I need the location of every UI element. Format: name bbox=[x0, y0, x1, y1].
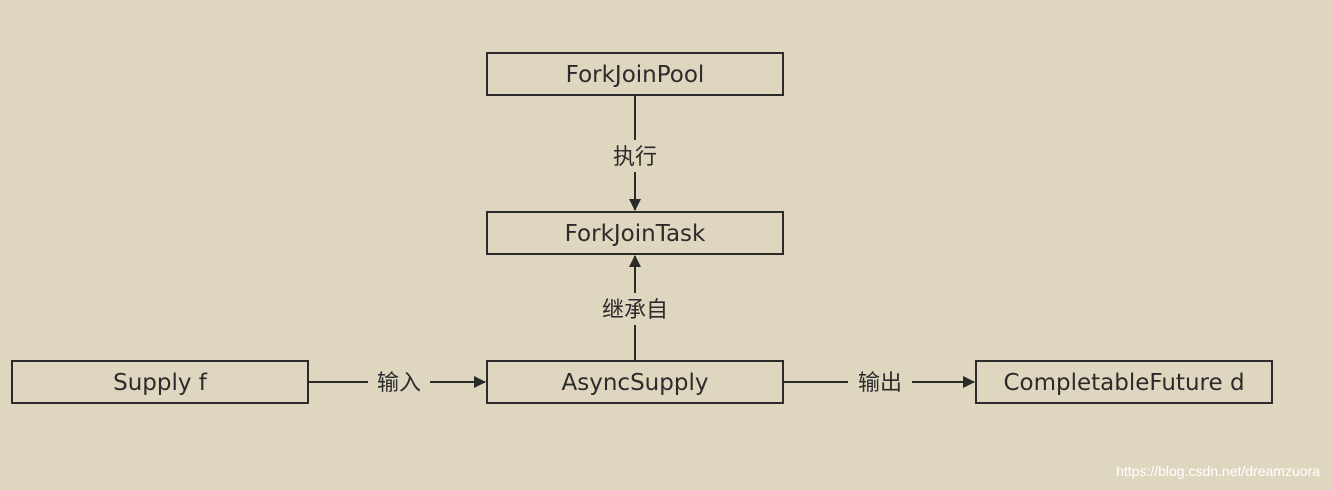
edge-async-to-future-label: 输出 bbox=[858, 371, 902, 396]
node-completablefuture-label: CompletableFuture d bbox=[1003, 370, 1244, 396]
watermark-url: https://blog.csdn.net/dreamzuora bbox=[1116, 463, 1320, 479]
node-supply-f-label: Supply f bbox=[113, 370, 208, 396]
node-asyncsupply-label: AsyncSupply bbox=[562, 370, 709, 396]
node-supply-f: Supply f bbox=[11, 360, 309, 404]
edge-async-to-future: 输出 bbox=[783, 366, 975, 398]
node-asyncsupply: AsyncSupply bbox=[486, 360, 784, 404]
edge-async-to-task: 继承自 bbox=[592, 255, 678, 360]
node-forkjointask-label: ForkJoinTask bbox=[565, 221, 706, 247]
edge-supply-to-async: 输入 bbox=[308, 366, 486, 398]
edge-async-to-future-label-bg bbox=[848, 366, 912, 398]
node-forkjointask: ForkJoinTask bbox=[486, 211, 784, 255]
edge-supply-to-async-label-bg bbox=[368, 366, 430, 398]
edge-pool-to-task-label: 执行 bbox=[613, 145, 657, 170]
edge-pool-to-task: 执行 bbox=[603, 95, 667, 211]
edge-async-to-task-label-bg bbox=[592, 293, 678, 325]
edge-supply-to-async-label: 输入 bbox=[377, 371, 421, 396]
edge-pool-to-task-label-bg bbox=[603, 140, 667, 172]
node-forkjoinpool: ForkJoinPool bbox=[486, 52, 784, 96]
edge-async-to-task-label: 继承自 bbox=[602, 298, 668, 323]
node-forkjoinpool-label: ForkJoinPool bbox=[566, 62, 705, 88]
node-completablefuture: CompletableFuture d bbox=[975, 360, 1273, 404]
